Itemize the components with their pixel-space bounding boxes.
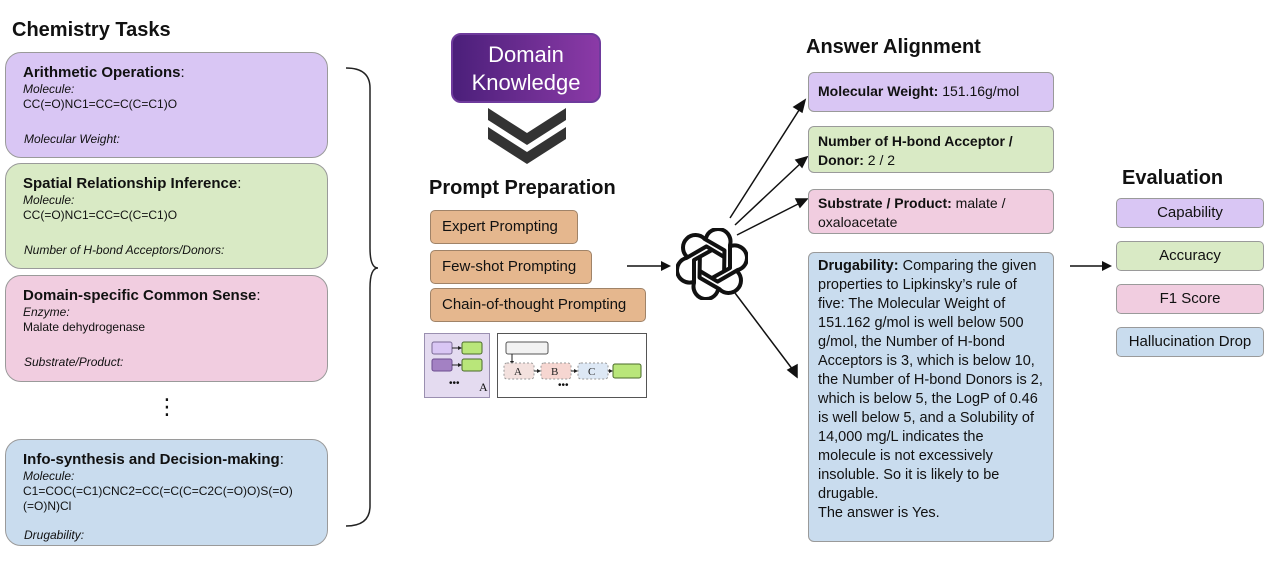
evaluation-title: Evaluation [1122, 167, 1224, 189]
answer-label: Molecular Weight: [818, 83, 939, 99]
tasks-brace [345, 67, 379, 527]
task-target-label: Drugability: [24, 528, 85, 542]
chain-of-thought-diagram: A B C [503, 341, 642, 380]
domain-knowledge-box: Domain Knowledge [451, 33, 601, 103]
task-title: Spatial Relationship Inference [23, 175, 238, 192]
answer-alignment-title: Answer Alignment [806, 36, 981, 58]
task-title: Arithmetic Operations [23, 64, 181, 81]
few-shot-diagram [431, 341, 483, 372]
final-answer: The answer is Yes. [818, 505, 940, 521]
task-title-colon: : [256, 287, 261, 304]
task-input-label: Enzyme: [23, 305, 70, 319]
task-input-value: C1=COC(=C1)CNC2=CC(=C(C=C2C(=O)O)S(=O) [23, 484, 293, 498]
task-title: Info-synthesis and Decision-making [23, 451, 280, 468]
domain-knowledge-line2: Knowledge [471, 70, 581, 95]
answer-drugability: Drugability: Comparing the given propert… [808, 252, 1054, 542]
svg-text:C: C [588, 366, 595, 378]
task-title-colon: : [237, 175, 242, 192]
metric-f1-score: F1 Score [1116, 284, 1264, 314]
task-input-value: CC(=O)NC1=CC=C(C=C1)O [23, 208, 178, 222]
task-title-colon: : [279, 451, 284, 468]
task-target-label: Number of H-bond Acceptors/Donors: [24, 243, 225, 257]
answer-label: Substrate / Product: [818, 195, 952, 211]
task-target-label: Substrate/Product: [24, 355, 124, 369]
expert-prompting-button[interactable]: Expert Prompting [430, 210, 578, 244]
answer-value: Comparing the given properties to Lipkin… [818, 258, 1043, 502]
answer-molecular-weight: Molecular Weight: 151.16g/mol [808, 72, 1054, 112]
metric-accuracy: Accuracy [1116, 241, 1264, 271]
few-shot-prompting-button[interactable]: Few-shot Prompting [430, 250, 592, 284]
answer-substrate-product: Substrate / Product: malate / oxaloaceta… [808, 189, 1054, 234]
few-shot-thumbnail: ••• A [424, 333, 490, 398]
arrow-to-evaluation [1070, 261, 1112, 271]
answer-label: Drugability: [818, 258, 899, 274]
chain-dots: ••• [558, 380, 569, 391]
chain-of-thought-thumbnail: A B C ••• [497, 333, 647, 398]
svg-text:B: B [551, 366, 558, 378]
few-shot-dots: ••• [449, 378, 460, 389]
arrow-to-llm [627, 261, 671, 271]
task-card-decision-making: Info-synthesis and Decision-making: Mole… [5, 439, 328, 546]
chain-of-thought-prompting-button[interactable]: Chain-of-thought Prompting [430, 288, 646, 322]
double-chevron-down-icon [488, 108, 566, 164]
few-shot-caption: A [479, 380, 488, 394]
answer-hbond: Number of H-bond Acceptor / Donor: 2 / 2 [808, 126, 1054, 173]
more-tasks-ellipsis: ⋮ [156, 394, 178, 419]
answer-arrows [729, 98, 809, 379]
chemistry-tasks-title: Chemistry Tasks [12, 19, 171, 41]
answer-value: 151.16g/mol [938, 83, 1020, 99]
metric-hallucination-drop: Hallucination Drop [1116, 327, 1264, 357]
task-input-value: Malate dehydrogenase [23, 320, 146, 334]
answer-label: Number of H-bond Acceptor / Donor: [818, 133, 1013, 168]
answer-value: malate / oxaloacetate [818, 195, 1006, 230]
task-input-label: Molecule: [23, 469, 75, 483]
answer-value: 2 / 2 [863, 152, 896, 168]
prompt-preparation-title: Prompt Preparation [429, 177, 616, 199]
task-target-label: Molecular Weight: [24, 132, 120, 146]
task-card-arithmetic: Arithmetic Operations: Molecule: CC(=O)N… [5, 52, 328, 158]
task-input-label: Molecule: [23, 193, 75, 207]
task-input-value: CC(=O)NC1=CC=C(C=C1)O [23, 97, 178, 111]
task-card-spatial: Spatial Relationship Inference: Molecule… [5, 163, 328, 269]
task-input-label: Molecule: [23, 82, 75, 96]
task-title: Domain-specific Common Sense [23, 287, 257, 304]
domain-knowledge-line1: Domain [488, 42, 564, 67]
task-title-colon: : [180, 64, 185, 81]
svg-text:A: A [514, 366, 522, 378]
task-input-value-continued: (=O)N)Cl [23, 499, 72, 513]
metric-capability: Capability [1116, 198, 1264, 228]
openai-logo-icon [676, 228, 748, 300]
task-card-common-sense: Domain-specific Common Sense: Enzyme: Ma… [5, 275, 328, 382]
